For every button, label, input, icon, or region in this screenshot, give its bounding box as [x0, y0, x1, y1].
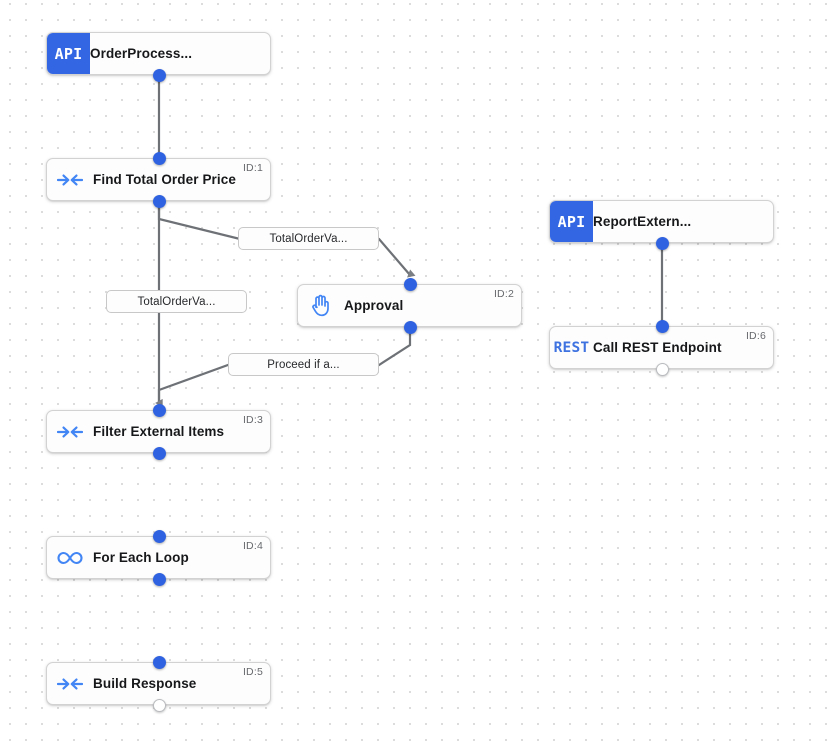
port-filter_external-in[interactable]: [152, 403, 166, 417]
node-title: ReportExtern...: [593, 214, 692, 229]
port-approval-out[interactable]: [403, 320, 417, 334]
converge-arrows-icon: [47, 411, 93, 452]
port-filter_external-out[interactable]: [152, 446, 166, 460]
converge-arrows-icon: [47, 663, 93, 704]
port-build_response-out[interactable]: [152, 698, 166, 712]
port-find_total-out[interactable]: [152, 194, 166, 208]
api-badge-icon: API: [550, 201, 593, 242]
port-build_response-in[interactable]: [152, 655, 166, 669]
port-find_total-in[interactable]: [152, 151, 166, 165]
node-id-label: ID:3: [242, 414, 263, 426]
rest-badge-icon: REST: [553, 339, 590, 356]
node-title: For Each Loop: [93, 550, 189, 565]
node-id-label: ID:5: [242, 666, 263, 678]
node-find_total_order_price[interactable]: Find Total Order Price ID:1: [46, 158, 271, 201]
converge-arrows-icon: [47, 159, 93, 200]
node-title: Find Total Order Price: [93, 172, 236, 187]
edge-label-label-total-order-value-1[interactable]: TotalOrderVa...: [238, 227, 379, 250]
edge-label-label-total-order-value-2[interactable]: TotalOrderVa...: [106, 290, 247, 313]
edge-label-label-proceed-if[interactable]: Proceed if a...: [228, 353, 379, 376]
node-id-label: ID:1: [242, 162, 263, 174]
port-approval-in[interactable]: [403, 277, 417, 291]
node-for_each_loop[interactable]: For Each Loop ID:4: [46, 536, 271, 579]
port-order_process-out[interactable]: [152, 68, 166, 82]
api-badge-icon: API: [47, 33, 90, 74]
node-title: Build Response: [93, 676, 197, 691]
raised-hand-icon: [298, 285, 344, 326]
node-id-label: ID:4: [242, 540, 263, 552]
port-report_external-out[interactable]: [655, 236, 669, 250]
node-filter_external_items[interactable]: Filter External Items ID:3: [46, 410, 271, 453]
node-build_response[interactable]: Build Response ID:5: [46, 662, 271, 705]
port-call_rest_endpoint-out[interactable]: [655, 362, 669, 376]
node-title: Call REST Endpoint: [593, 340, 722, 355]
node-id-label: ID:2: [493, 288, 514, 300]
port-call_rest_endpoint-in[interactable]: [655, 319, 669, 333]
node-id-label: ID:6: [745, 330, 766, 342]
node-title: OrderProcess...: [90, 46, 193, 61]
port-for_each_loop-out[interactable]: [152, 572, 166, 586]
infinity-loop-icon: [47, 537, 93, 578]
port-for_each_loop-in[interactable]: [152, 529, 166, 543]
node-title: Filter External Items: [93, 424, 225, 439]
node-title: Approval: [344, 298, 404, 313]
